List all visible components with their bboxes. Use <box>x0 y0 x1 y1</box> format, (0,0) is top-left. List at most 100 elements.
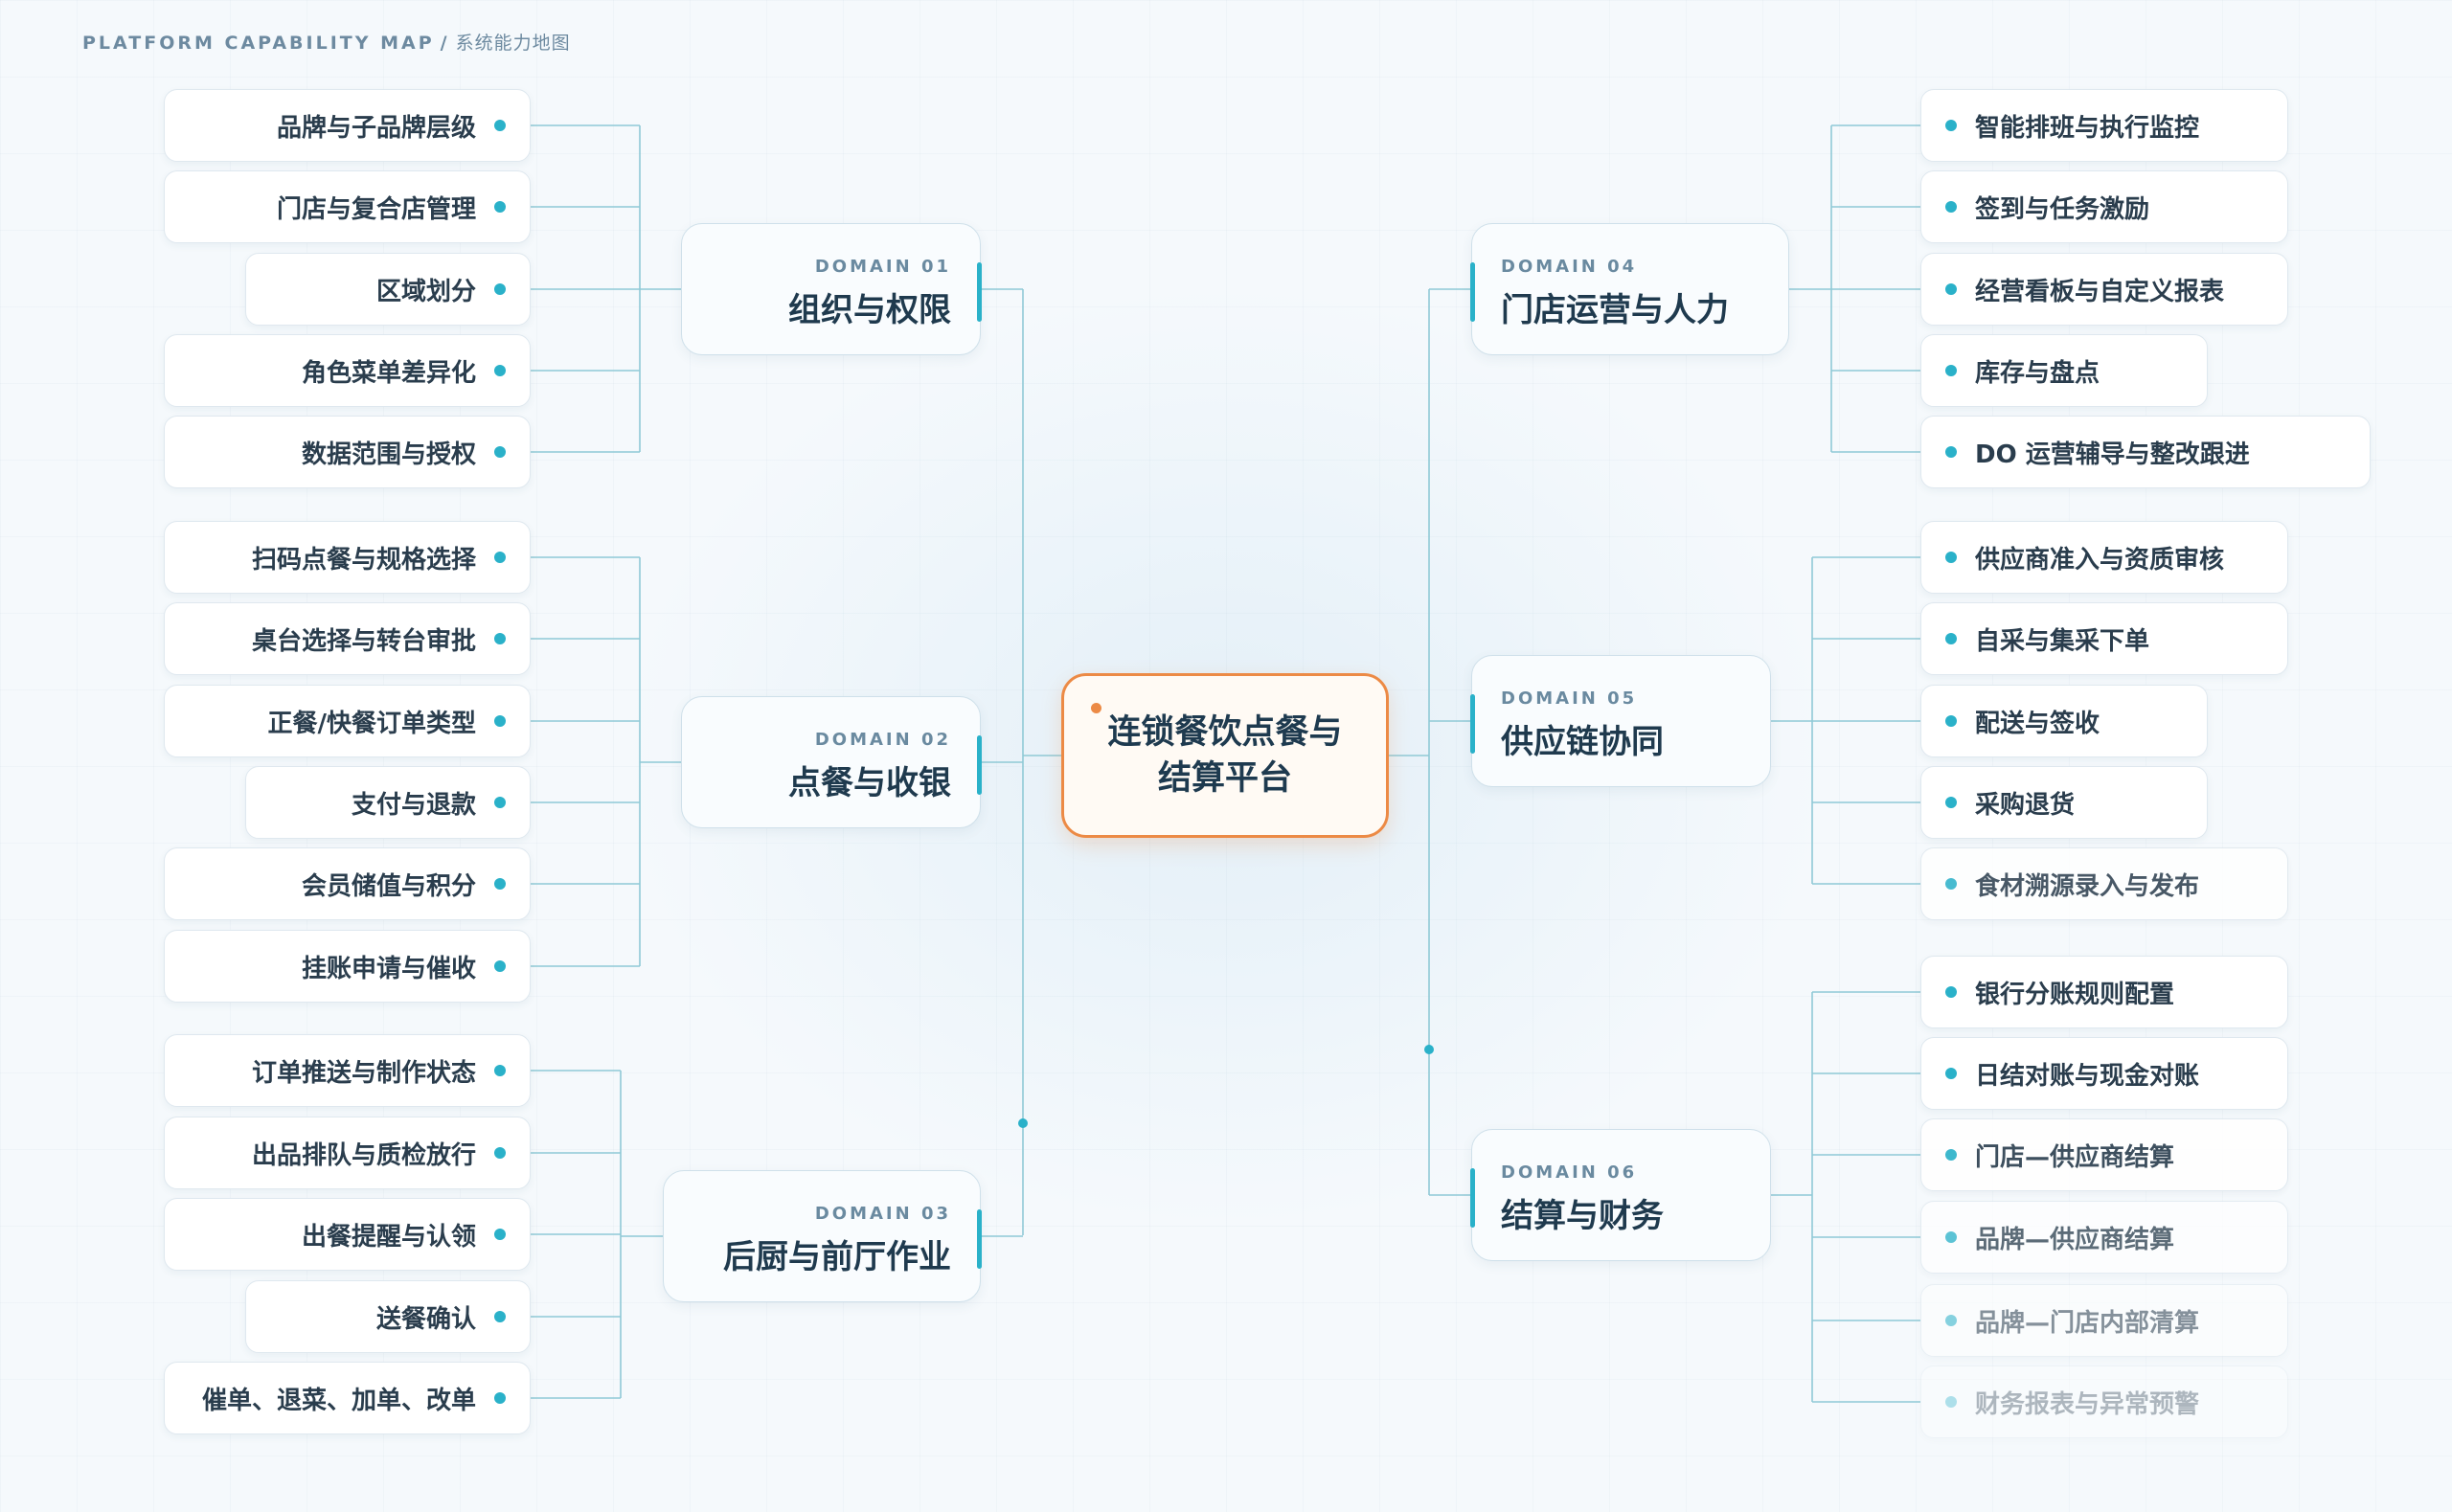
capability-label: 品牌—门店内部清算 <box>1975 1308 2200 1338</box>
bullet-dot-icon <box>1945 1231 1957 1243</box>
capability-item[interactable]: 数据范围与授权 <box>164 416 531 488</box>
capability-item[interactable]: 区域划分 <box>245 253 531 326</box>
bullet-dot-icon <box>1945 283 1957 295</box>
capability-item[interactable]: 财务报表与异常预警 <box>1920 1365 2288 1438</box>
bullet-dot-icon <box>1945 715 1957 727</box>
domain-code: DOMAIN 04 <box>1501 257 1638 277</box>
center-title: 连锁餐饮点餐与结算平台 <box>1107 713 1343 798</box>
capability-item[interactable]: 出餐提醒与认领 <box>164 1198 531 1271</box>
bullet-dot-icon <box>1945 446 1957 458</box>
capability-item[interactable]: 桌台选择与转台审批 <box>164 602 531 675</box>
capability-item[interactable]: 库存与盘点 <box>1920 334 2208 407</box>
capability-item[interactable]: 送餐确认 <box>245 1280 531 1353</box>
capability-label: 门店与复合店管理 <box>276 194 476 224</box>
bullet-dot-icon <box>494 878 506 890</box>
capability-item[interactable]: 供应商准入与资质审核 <box>1920 521 2288 594</box>
capability-label: 门店—供应商结算 <box>1975 1142 2175 1172</box>
capability-label: 采购退货 <box>1975 790 2076 820</box>
capability-item[interactable]: 签到与任务激励 <box>1920 170 2288 243</box>
bullet-dot-icon <box>1945 1396 1957 1408</box>
capability-item[interactable]: 正餐/快餐订单类型 <box>164 685 531 757</box>
capability-label: 会员储值与积分 <box>301 871 476 901</box>
capability-item[interactable]: 配送与签收 <box>1920 685 2208 757</box>
capability-label: 桌台选择与转台审批 <box>251 626 476 656</box>
capability-item[interactable]: 采购退货 <box>1920 766 2208 839</box>
bullet-dot-icon <box>494 1065 506 1076</box>
domain-04-node[interactable]: DOMAIN 04 门店运营与人力 <box>1470 223 1789 355</box>
bullet-dot-icon <box>494 365 506 376</box>
caption-separator: / <box>440 33 450 54</box>
bullet-dot-icon <box>1945 1149 1957 1161</box>
capability-label: 催单、退菜、加单、改单 <box>201 1386 476 1415</box>
capability-item[interactable]: 日结对账与现金对账 <box>1920 1037 2288 1110</box>
bullet-dot-icon <box>494 960 506 972</box>
domain-accent-bar <box>1470 1168 1475 1228</box>
domain-accent-bar <box>977 735 982 795</box>
domain-code: DOMAIN 06 <box>1501 1162 1638 1183</box>
capability-item[interactable]: 自采与集采下单 <box>1920 602 2288 675</box>
capability-item[interactable]: 门店与复合店管理 <box>164 170 531 243</box>
capability-label: 签到与任务激励 <box>1975 194 2150 224</box>
capability-label: 出餐提醒与认领 <box>301 1222 476 1252</box>
caption-chinese: 系统能力地图 <box>455 33 571 54</box>
domain-06-node[interactable]: DOMAIN 06 结算与财务 <box>1470 1129 1771 1261</box>
capability-item[interactable]: 会员储值与积分 <box>164 847 531 920</box>
bullet-dot-icon <box>494 1229 506 1240</box>
capability-label: 经营看板与自定义报表 <box>1975 277 2225 306</box>
capability-item[interactable]: 门店—供应商结算 <box>1920 1118 2288 1191</box>
domain-05-node[interactable]: DOMAIN 05 供应链协同 <box>1470 655 1771 787</box>
bullet-dot-icon <box>494 1311 506 1322</box>
domain-title: 点餐与收银 <box>788 764 951 802</box>
capability-item[interactable]: DO 运营辅导与整改跟进 <box>1920 416 2371 488</box>
capability-item[interactable]: 出品排队与质检放行 <box>164 1117 531 1189</box>
bullet-dot-icon <box>494 633 506 644</box>
capability-item[interactable]: 订单推送与制作状态 <box>164 1034 531 1107</box>
capability-label: 品牌—供应商结算 <box>1975 1225 2175 1254</box>
capability-label: 供应商准入与资质审核 <box>1975 545 2225 575</box>
capability-item[interactable]: 食材溯源录入与发布 <box>1920 847 2288 920</box>
capability-item[interactable]: 经营看板与自定义报表 <box>1920 253 2288 326</box>
bullet-dot-icon <box>494 1147 506 1159</box>
capability-item[interactable]: 挂账申请与催收 <box>164 930 531 1003</box>
capability-label: 挂账申请与催收 <box>301 954 476 983</box>
capability-item[interactable]: 支付与退款 <box>245 766 531 839</box>
capability-label: 品牌与子品牌层级 <box>276 113 476 143</box>
central-platform-node[interactable]: 连锁餐饮点餐与结算平台 <box>1061 673 1389 838</box>
domain-03-node[interactable]: DOMAIN 03 后厨与前厅作业 <box>663 1170 982 1302</box>
capability-label: DO 运营辅导与整改跟进 <box>1975 440 2250 469</box>
bullet-dot-icon <box>494 446 506 458</box>
capability-label: 库存与盘点 <box>1975 358 2100 388</box>
caption-english: PLATFORM CAPABILITY MAP <box>82 33 435 54</box>
domain-accent-bar <box>1470 694 1475 754</box>
capability-item[interactable]: 品牌与子品牌层级 <box>164 89 531 162</box>
bullet-dot-icon <box>1945 986 1957 998</box>
bullet-dot-icon <box>494 120 506 131</box>
capability-label: 财务报表与异常预警 <box>1975 1389 2200 1419</box>
capability-item[interactable]: 品牌—供应商结算 <box>1920 1201 2288 1274</box>
domain-02-node[interactable]: DOMAIN 02 点餐与收银 <box>681 696 982 828</box>
capability-label: 正餐/快餐订单类型 <box>267 709 477 738</box>
bullet-dot-icon <box>494 201 506 213</box>
capability-item[interactable]: 角色菜单差异化 <box>164 334 531 407</box>
domain-accent-bar <box>1470 262 1475 322</box>
domain-code: DOMAIN 01 <box>814 257 951 277</box>
capability-label: 出品排队与质检放行 <box>251 1140 476 1170</box>
domain-accent-bar <box>977 1209 982 1269</box>
bullet-dot-icon <box>1945 797 1957 808</box>
bullet-dot-icon <box>494 715 506 727</box>
bullet-dot-icon <box>1945 1068 1957 1079</box>
junction-dot <box>1424 1045 1434 1054</box>
capability-item[interactable]: 品牌—门店内部清算 <box>1920 1284 2288 1357</box>
capability-item[interactable]: 智能排班与执行监控 <box>1920 89 2288 162</box>
capability-item[interactable]: 催单、退菜、加单、改单 <box>164 1362 531 1434</box>
capability-label: 银行分账规则配置 <box>1975 980 2175 1009</box>
capability-label: 支付与退款 <box>351 790 476 820</box>
domain-01-node[interactable]: DOMAIN 01 组织与权限 <box>681 223 982 355</box>
capability-label: 智能排班与执行监控 <box>1975 113 2200 143</box>
capability-label: 扫码点餐与规格选择 <box>251 545 476 575</box>
capability-item[interactable]: 银行分账规则配置 <box>1920 956 2288 1028</box>
center-dot-icon <box>1091 703 1101 713</box>
capability-item[interactable]: 扫码点餐与规格选择 <box>164 521 531 594</box>
junction-dot <box>1018 1118 1028 1128</box>
